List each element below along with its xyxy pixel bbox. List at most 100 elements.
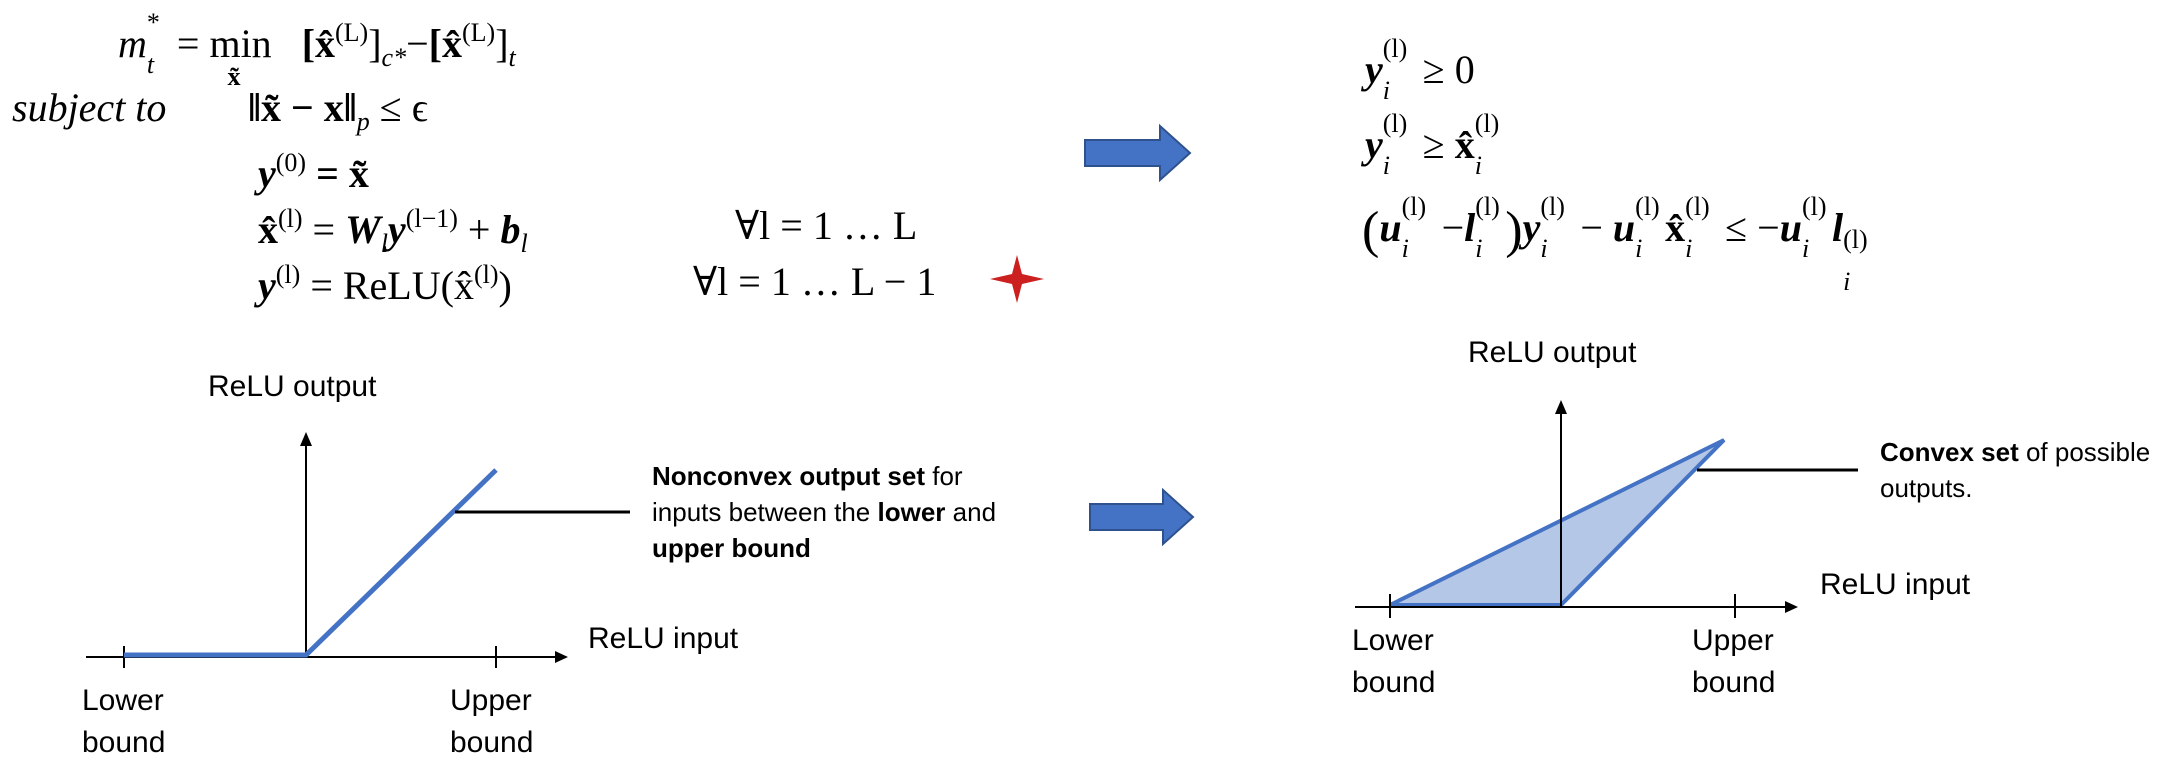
r3-l-sup: (l) [1475, 192, 1500, 221]
constraint-norm: ‖x̃ − x‖p ≤ ϵ [248, 88, 428, 135]
obj-term2-sup: (L) [461, 18, 496, 47]
r3-u3: u [1779, 205, 1802, 250]
constraint-affine-forall: ∀l = 1 … L [735, 206, 917, 246]
left-x-axis-arrowhead [555, 651, 568, 663]
r3-y: y [1522, 205, 1541, 250]
nonconvex-note-bold1: Nonconvex output set [652, 461, 926, 491]
r1-scripts: (l) i [1383, 36, 1413, 104]
right-lower-word: Lower [1352, 624, 1434, 657]
r3-leq: ≤ − [1725, 205, 1780, 250]
constraint-affine-forall-text: ∀l = 1 … L [735, 203, 918, 248]
right-bound-word: bound [1352, 666, 1436, 699]
r3-u3-sup: (l) [1801, 192, 1827, 221]
right-lower-bound-label: Lower bound [1352, 620, 1435, 704]
r1-y: y [1365, 47, 1383, 92]
constraint-affine-b-sub: l [520, 229, 528, 258]
right-y-axis-arrowhead [1555, 400, 1567, 414]
r3-l2-sub: i [1843, 267, 1851, 296]
r2-y: y [1365, 122, 1383, 167]
objective-lhs-sup: * [146, 8, 160, 37]
r3-x: x̂ [1665, 205, 1686, 250]
r2-x: x̂ [1454, 122, 1475, 167]
r3-minus: − [1441, 205, 1465, 250]
r3-u-scripts: (l)i [1402, 194, 1432, 262]
right-bound-word-2: bound [1692, 666, 1776, 699]
r3-l-sub: i [1475, 234, 1483, 263]
left-relu-curve [124, 468, 498, 658]
r2-x-scripts: (l)i [1475, 111, 1505, 179]
r3-y-scripts: (l)i [1540, 194, 1570, 262]
constraint-relu-close: ) [498, 263, 512, 308]
obj-minus: − [406, 21, 429, 66]
left-lower-word: Lower [82, 684, 164, 717]
left-x-axis-label: ReLU input [588, 622, 739, 655]
constraint-affine-y-sup: (l−1) [405, 204, 458, 233]
r3-close-paren: ) [1505, 202, 1523, 259]
left-upper-bound-label: Upper bound [450, 680, 533, 764]
r3-u2-sup: (l) [1635, 192, 1660, 221]
obj-term2: [x̂ [428, 21, 462, 66]
objective-lhs: m [118, 21, 147, 66]
constraint-relu-y: y [258, 263, 276, 308]
obj-term1-sup: (L) [335, 18, 369, 47]
right-x-axis-arrowhead [1785, 601, 1798, 613]
r3-x-scripts: (l) i [1685, 194, 1715, 262]
right-constraint-2: y(l)i ≥ x̂(l)i [1365, 111, 1505, 179]
r3-l2-sup: (l) [1843, 225, 1868, 254]
r3-open-paren: ( [1362, 202, 1380, 259]
convex-note-text: of possible outputs. [1880, 437, 2151, 503]
constraint-affine: x̂(l) = Wly(l−1) + bl [258, 206, 528, 257]
convex-region [1389, 438, 1726, 607]
r3-x-sub: i [1685, 234, 1693, 263]
right-y-axis-label: ReLU output [1468, 336, 1637, 369]
right-upper-bound-label: Upper bound [1692, 620, 1775, 704]
convex-note-bold: Convex set [1880, 437, 2019, 467]
constraint-affine-b: b [500, 207, 521, 252]
right-constraint-3: (u(l)i −l(l)i )y(l)i − u(l)i x̂(l)i ≤ −u… [1362, 194, 1868, 295]
r1-sub: i [1382, 76, 1390, 105]
right-x-axis-label: ReLU input [1820, 568, 1971, 601]
constraint-y0-rest: = x̃ [316, 151, 369, 196]
left-relu-plot [86, 432, 630, 668]
constraint-relu-sup: (l) [275, 260, 301, 289]
r3-u2-scripts: (l) i [1635, 194, 1665, 262]
r3-u2-sub: i [1635, 234, 1643, 263]
left-bound-word: bound [82, 726, 166, 759]
left-upper-word: Upper [450, 684, 532, 717]
constraint-affine-eq: = [312, 207, 336, 252]
subject-to-row: subject to [12, 88, 166, 128]
objective-lhs-scripts: *t [147, 10, 167, 78]
left-bound-word-2: bound [450, 726, 534, 759]
constraint-affine-xhat: x̂ [258, 207, 278, 252]
r2-scripts: (l)i [1383, 111, 1413, 179]
r3-u3-scripts: (l)i [1802, 194, 1832, 262]
constraint-relu-inner-sup: (l) [473, 260, 499, 289]
right-relu-plot [1355, 400, 1858, 618]
objective-equals: = [176, 21, 200, 66]
r3-y-sup: (l) [1540, 192, 1565, 221]
nonconvex-note: Nonconvex output set for inputs between … [652, 458, 1032, 566]
r3-u-sup: (l) [1401, 192, 1427, 221]
obj-term2-close: ] [495, 21, 509, 66]
right-constraint-1: y(l) i ≥ 0 [1365, 36, 1475, 104]
constraint-y0-sup: (0) [275, 148, 307, 177]
constraint-norm-expr: ‖x̃ − x‖ [248, 85, 357, 130]
constraint-relu-eq: = ReLU(x̂ [310, 263, 474, 308]
r1-rest: ≥ 0 [1422, 47, 1475, 92]
r2-x-sup: (l) [1474, 109, 1500, 138]
r3-l2: l [1831, 205, 1844, 250]
constraint-affine-plus: + [467, 207, 491, 252]
obj-term1: [x̂ [301, 21, 336, 66]
r3-x-sup: (l) [1685, 192, 1710, 221]
min-under: x̃ [227, 62, 241, 91]
r2-sup: (l) [1382, 109, 1408, 138]
r1-sup: (l) [1382, 34, 1408, 63]
subject-to-label: subject to [12, 85, 167, 130]
r3-minus2: − [1580, 205, 1603, 250]
constraint-affine-W: W [345, 207, 381, 252]
right-upper-word: Upper [1692, 624, 1774, 657]
objective-lhs-sub: t [146, 50, 155, 79]
left-lower-bound-label: Lower bound [82, 680, 165, 764]
